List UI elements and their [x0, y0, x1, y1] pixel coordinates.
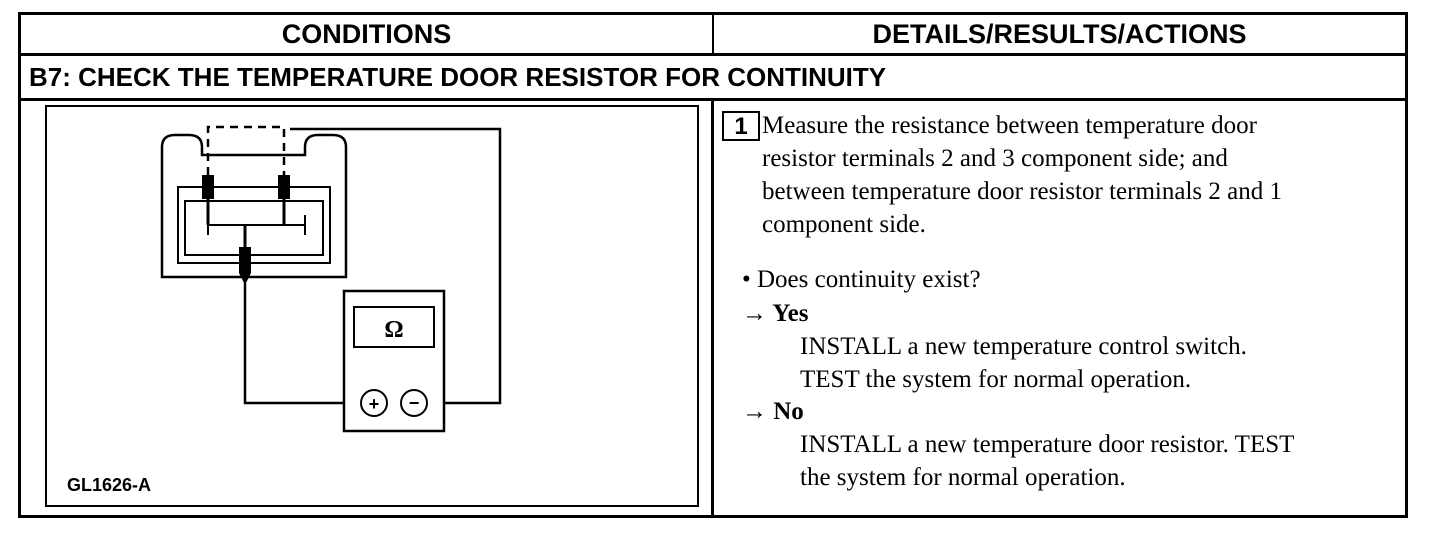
negative-terminal-icon — [400, 389, 428, 417]
diagnostic-table: CONDITIONS DETAILS/RESULTS/ACTIONS B7: C… — [18, 12, 1408, 518]
step-number: 1 — [722, 111, 760, 141]
no-label: → No — [742, 398, 804, 425]
yes-action-line: INSTALL a new temperature control switch… — [800, 333, 1247, 360]
connector-inner — [184, 200, 324, 256]
positive-terminal-icon — [360, 389, 388, 417]
wire-positive — [243, 283, 356, 405]
connector-housing — [160, 133, 348, 279]
probe-left-icon — [202, 175, 214, 225]
figure-id: GL1626-A — [67, 475, 152, 495]
negative-symbol: − — [409, 393, 420, 413]
ohmmeter-display — [353, 306, 435, 348]
conditions-column: Ω + − GL1626-A — [21, 101, 714, 515]
instruction-line: between temperature door resistor termin… — [762, 178, 1282, 205]
continuity-test-diagram: Ω + − — [160, 125, 502, 433]
dashed-jumper — [206, 125, 286, 175]
instruction: Measure the resistance between temperatu… — [762, 109, 1282, 241]
probe-right-icon — [278, 175, 290, 225]
positive-symbol: + — [369, 394, 380, 414]
yes-label: → Yes — [742, 300, 809, 327]
step-title: B7: CHECK THE TEMPERATURE DOOR RESISTOR … — [21, 53, 1405, 101]
instruction-line: Measure the resistance between temperatu… — [762, 112, 1257, 139]
conditions-header: CONDITIONS — [21, 15, 714, 53]
probe-center-icon — [239, 225, 251, 285]
details-column: 1 Measure the resistance between tempera… — [714, 101, 1405, 515]
details-header: DETAILS/RESULTS/ACTIONS — [872, 18, 1247, 49]
connector-inner-outer — [177, 186, 331, 264]
wire-negative — [290, 127, 502, 405]
circuit-figure: Ω + − GL1626-A — [45, 105, 699, 507]
no-action-line: INSTALL a new temperature door resistor.… — [800, 431, 1295, 458]
instruction-line: resistor terminals 2 and 3 component sid… — [762, 145, 1228, 172]
instruction-line: component side. — [762, 211, 926, 238]
yes-action-line: TEST the system for normal operation. — [800, 366, 1192, 393]
ohm-symbol: Ω — [384, 317, 403, 343]
question-text: • Does continuity exist? — [742, 266, 981, 293]
no-action-line: the system for normal operation. — [800, 464, 1126, 491]
